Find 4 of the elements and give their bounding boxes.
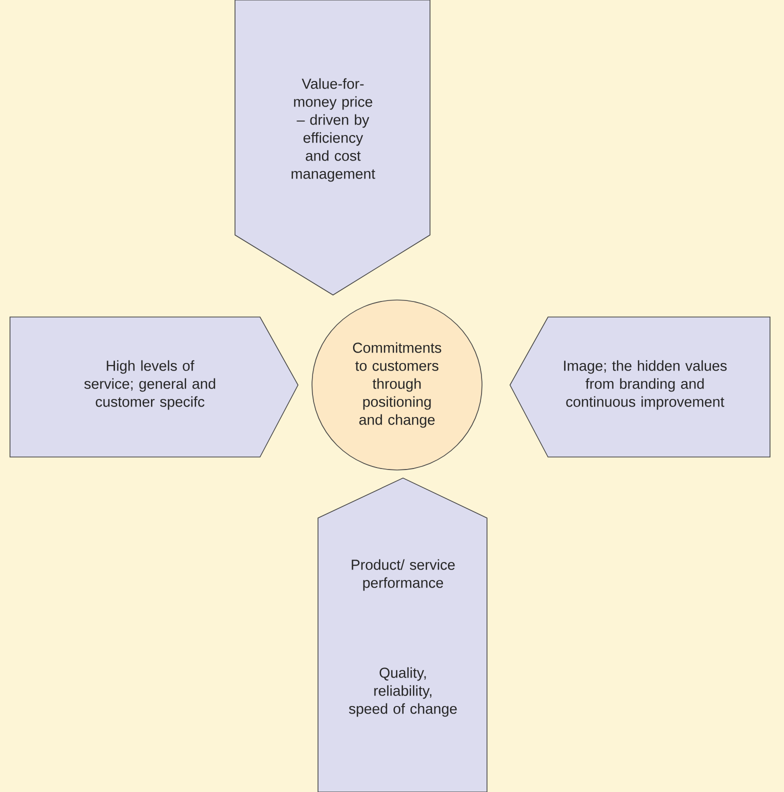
arrow-box: Product/ service performance Quality, reliability, speed of change bbox=[318, 478, 488, 792]
circle-node: Commitments to customers through positioning and change bbox=[312, 300, 482, 470]
arrow-box: High levels of service; general and customer specifc bbox=[10, 316, 298, 458]
arrow-box: Image; the hidden values from branding and continuous improvement bbox=[510, 316, 770, 458]
